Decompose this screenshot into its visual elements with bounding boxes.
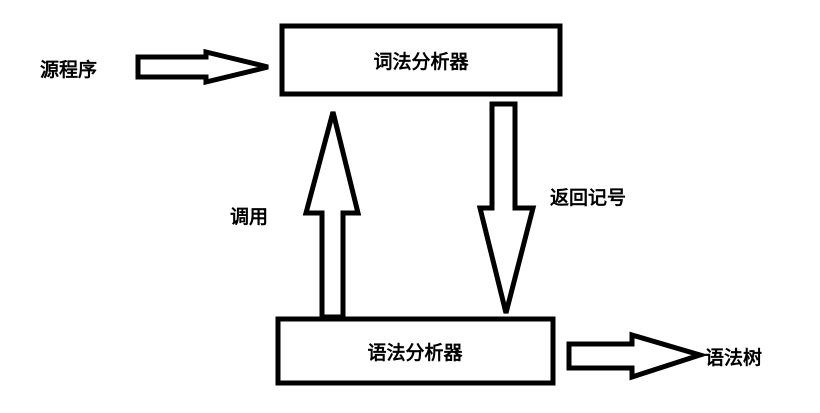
parser-box-label: 语法分析器 [367, 341, 463, 364]
source-to-lexer-arrow [135, 48, 269, 86]
lexer-box-rect [279, 23, 563, 97]
return-token-arrow-down [476, 101, 537, 314]
lexer-box-label: 词法分析器 [373, 50, 469, 73]
return-token-label: 返回记号 [550, 187, 626, 209]
source-program-label: 源程序 [40, 58, 97, 81]
lexer-box: 词法分析器 [279, 23, 563, 97]
parser-to-tree-arrow [566, 331, 709, 381]
call-arrow-up [302, 111, 362, 320]
syntax-tree-label: 语法树 [705, 346, 762, 369]
call-label: 调用 [230, 206, 268, 228]
parser-box: 语法分析器 [275, 316, 556, 386]
parser-box-rect [275, 316, 556, 386]
